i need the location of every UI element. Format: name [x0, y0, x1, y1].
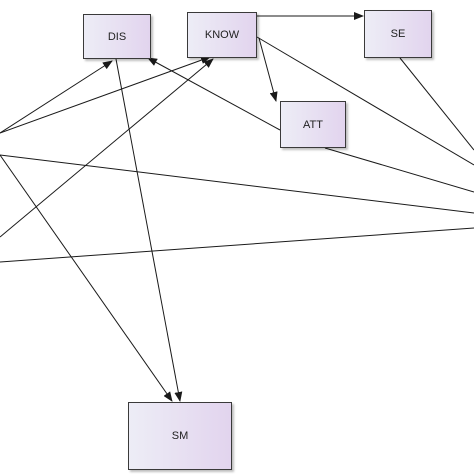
- node-se[interactable]: SE: [364, 10, 432, 58]
- node-know-label: KNOW: [204, 29, 240, 41]
- edge-off-left-lower-to-off-right: [0, 227, 474, 263]
- node-att-label: ATT: [303, 118, 323, 131]
- edge-att-to-off-right: [324, 147, 474, 193]
- edge-off-left-upper-to-sm: [0, 154, 173, 402]
- edge-se-to-off-right: [399, 57, 474, 151]
- node-dis[interactable]: DIS: [83, 14, 151, 59]
- edge-know-to-off-right: [256, 36, 474, 166]
- edge-off-left-upper-to-off-right: [0, 154, 474, 214]
- edge-dis-to-sm: [115, 58, 183, 402]
- edge-know-to-att: [258, 37, 278, 102]
- node-know[interactable]: KNOW: [187, 12, 257, 58]
- edge-off-left-top-to-know: [0, 56, 211, 134]
- edge-off-left-middle-to-know: [0, 58, 214, 238]
- node-sm-label: SM: [171, 430, 189, 442]
- node-sm[interactable]: SM: [128, 402, 232, 470]
- node-att[interactable]: ATT: [280, 101, 346, 148]
- edge-att-to-dis: [147, 57, 281, 131]
- node-dis-label: DIS: [107, 30, 127, 43]
- edge-off-left-top-to-dis: [0, 60, 113, 134]
- node-se-label: SE: [390, 28, 406, 40]
